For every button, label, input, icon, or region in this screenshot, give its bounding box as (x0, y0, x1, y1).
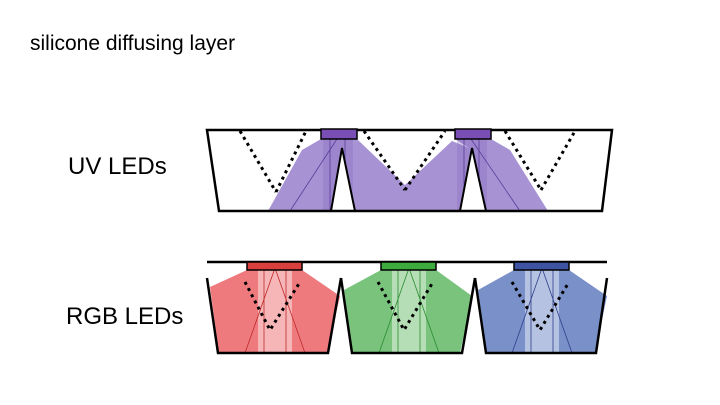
red-rays (244, 267, 306, 354)
green-light-cone (344, 270, 472, 353)
red-led-chip (246, 261, 303, 271)
rgb-leds-label: RGB LEDs (66, 303, 184, 330)
rgb-module (205, 260, 609, 355)
red-dotted-reflector (243, 281, 302, 334)
blue-light-cone (478, 270, 607, 353)
uv-dotted-reflectors (238, 130, 577, 193)
blue-dotted-reflector (510, 281, 571, 333)
rgb-segment-red (205, 261, 343, 355)
red-light-cone (210, 270, 340, 353)
diagram-title: silicone diffusing layer (30, 32, 236, 55)
green-dotted-reflector (376, 281, 435, 334)
green-beam-column (392, 268, 426, 353)
rgb-segment-blue (473, 261, 609, 355)
red-diffuser-frame (205, 277, 343, 355)
blue-led-chip (513, 261, 570, 271)
red-beam-column (258, 268, 292, 353)
rgb-segment-green (339, 261, 477, 355)
green-diffuser-frame (339, 277, 477, 355)
blue-beam-column (525, 268, 559, 353)
uv-module (205, 128, 614, 213)
uv-light-cone-right (455, 139, 548, 211)
uv-leds-label: UV LEDs (68, 153, 167, 180)
green-rays (378, 267, 440, 354)
uv-led-chip-right (454, 128, 492, 140)
uv-led-chip-left (320, 128, 358, 140)
blue-diffuser-frame (473, 277, 609, 355)
uv-light-cone-overlap (342, 141, 484, 211)
green-led-chip (380, 261, 437, 271)
